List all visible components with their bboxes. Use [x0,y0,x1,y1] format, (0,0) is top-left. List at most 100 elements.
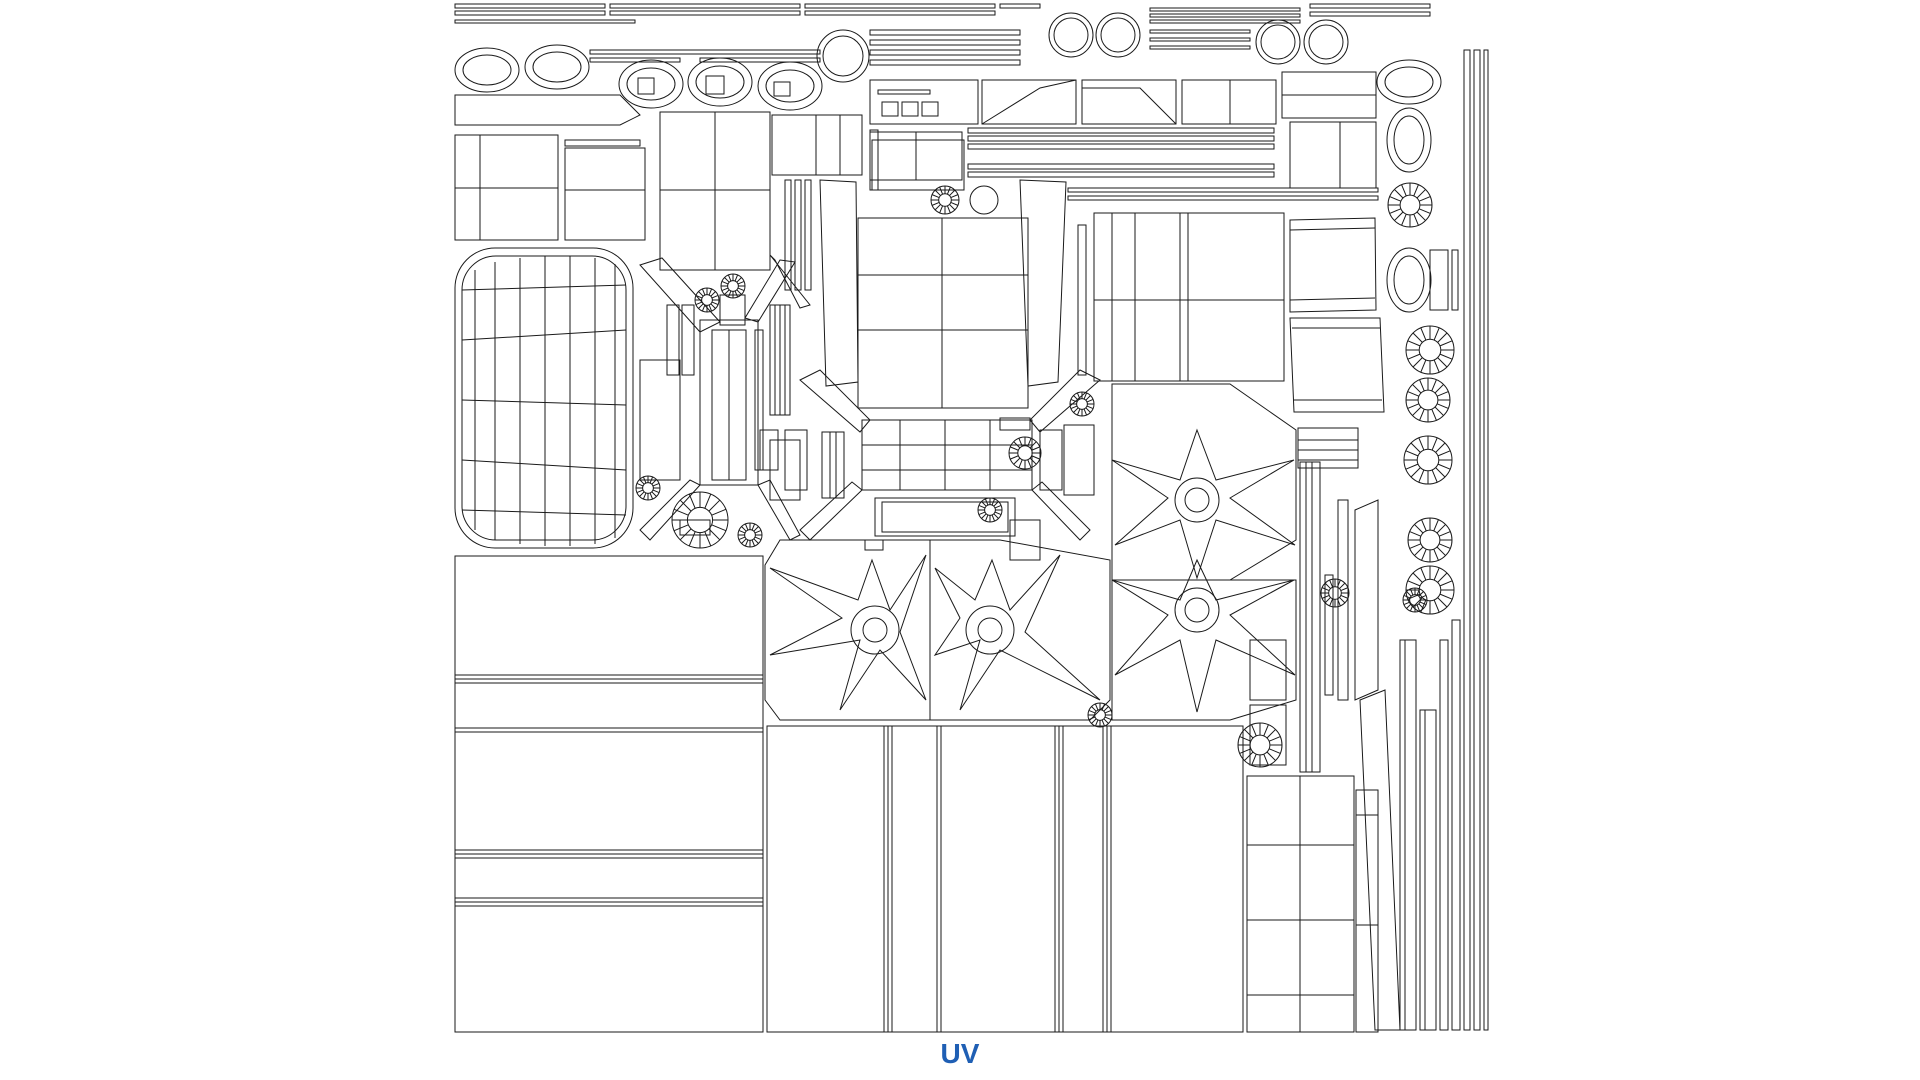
radial-hub-spoke [680,529,691,540]
radial-hub-spoke [995,512,1001,515]
left-top-panels [455,95,862,270]
radial-hub-spoke [652,480,657,485]
radial-hub-spoke [1417,605,1420,611]
radial-hub-spoke [1019,460,1022,468]
radial-hub-spoke [1419,438,1424,450]
radial-hub-spoke [1434,520,1439,531]
radial-hub-spoke [1420,595,1426,598]
radial-hub-spoke [1252,725,1257,736]
radial-hub-spoke [951,195,958,198]
radial-hub-spoke [1413,573,1422,582]
radial-hub-spoke [735,291,738,297]
top-mid-boxes [870,72,1376,188]
radial-hub-spoke [1390,197,1401,202]
radial-hub-spoke [745,524,748,530]
vertical-rails-a [770,180,811,415]
radial-hub-spoke [1089,717,1095,720]
radial-hub-spoke [1419,197,1430,202]
bottom-left-panel [455,556,763,1032]
radial-hub-spoke [1087,399,1093,402]
radial-hub-spoke [1102,720,1105,726]
radial-hub-spoke [738,281,744,284]
radial-hub-spoke [1267,729,1276,738]
radial-hub-spoke [1421,360,1426,372]
radial-hub-spoke [1341,595,1348,598]
radial-hub-spoke [709,305,712,311]
radial-hub-spoke [1417,189,1426,198]
radial-hub-spoke [932,195,939,198]
radial-hub-spoke [1414,214,1419,225]
radial-hub-spoke [1412,407,1421,416]
mid-right-panel [1078,213,1284,381]
radial-hub-core [1419,339,1441,361]
radial-hub-spoke [1434,328,1439,340]
radial-hub-spoke [1436,443,1445,452]
radial-hub-spoke [739,530,745,533]
radial-hub-spoke [709,289,712,295]
radial-hub-spoke [1252,754,1257,765]
radial-hub-spoke [752,524,755,530]
radial-hub-spoke [1434,600,1439,612]
radial-hub-spoke [1330,599,1333,606]
radial-hub-core [1420,530,1440,550]
radial-hub-spoke [985,499,988,505]
radial-hub-spoke [689,532,695,546]
radial-hub-spoke [1408,392,1419,397]
radial-hub-core [1077,399,1088,410]
bottom-middle-panel [767,726,1243,1032]
radial-hub-spoke [1422,520,1427,531]
top-rails [455,4,1430,65]
radial-hub-spoke [1438,573,1447,582]
radial-hub-spoke [680,500,691,511]
radial-hub-spoke [696,295,702,298]
radial-hub-spoke [982,514,987,519]
radial-hub-spoke [705,532,711,546]
radial-hub-spoke [1420,380,1425,391]
radial-hub-spoke [709,529,720,540]
radial-hub-spoke [722,281,728,284]
radial-hub-spoke [947,187,950,194]
radial-hub-spoke [1339,597,1344,602]
radial-hub-spoke [1406,451,1418,456]
radial-hub-spoke [947,206,950,213]
radial-hub-spoke [1437,404,1448,409]
radial-hub-spoke [1440,581,1452,586]
radial-hub-spoke [1440,354,1452,359]
radial-hub-core [1418,390,1438,410]
radial-hub-spoke [650,477,653,483]
radial-hub-spoke [1436,468,1445,477]
radial-hub-spoke [1408,341,1420,346]
radial-hub-spoke [1077,409,1080,415]
radial-hub-spoke [1028,460,1031,468]
radial-hub-spoke [737,278,742,283]
radial-hub-spoke [1394,212,1403,221]
radial-hub-spoke [935,204,940,209]
radial-hub-spoke [674,509,688,515]
radial-hub-spoke [1394,189,1403,198]
radial-hub-spoke [1092,719,1097,724]
radial-hub-spoke [1089,710,1095,713]
radial-hub-spoke [735,275,738,281]
radial-hub-spoke [728,275,731,281]
radial-hub-spoke [1071,399,1077,402]
radial-hub-spoke [1440,341,1452,346]
radial-hub-core [728,281,739,292]
radial-hub-spoke [1092,707,1097,712]
radial-hub-spoke [1407,592,1412,597]
radial-hubs [636,183,1454,767]
radial-hub-spoke [755,537,761,540]
radial-hub-spoke [982,502,987,507]
radial-hub-spoke [1438,333,1447,342]
radial-hub-spoke [992,515,995,521]
radial-hub-spoke [1105,710,1111,713]
radial-hub-spoke [1019,438,1022,446]
radial-hub-spoke [1413,358,1422,367]
radial-hub-spoke [643,493,646,499]
radial-hub-spoke [1339,583,1344,588]
radial-hub-spoke [640,480,645,485]
radial-hub-spoke [652,492,657,497]
radial-hub-spoke [1434,360,1439,372]
radial-hub-spoke [725,278,730,283]
star-panel-right-bottom [1112,560,1296,720]
